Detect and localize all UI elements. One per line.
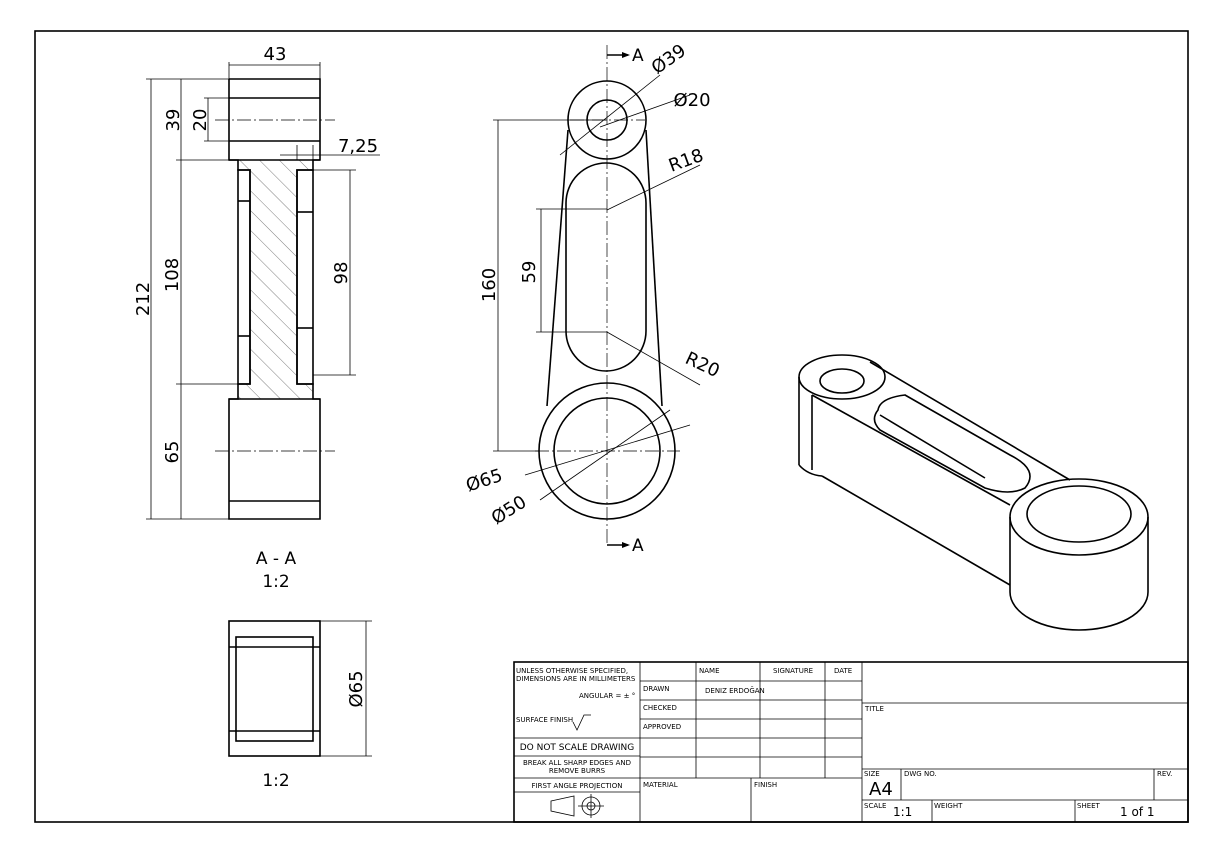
first-angle-projection-icon [550, 794, 604, 818]
dim-59: 59 [519, 261, 540, 284]
dim-160: 160 [479, 268, 500, 302]
dim-98: 98 [331, 262, 352, 285]
dim-39: 39 [163, 109, 184, 132]
front-view: A A 160 59 Ø39 Ø20 R18 R20 Ø [463, 40, 722, 556]
dim-65: 65 [162, 441, 183, 464]
section-marker-bottom: A [632, 536, 644, 556]
title-block: UNLESS OTHERWISE SPECIFIED, DIMENSIONS A… [513, 661, 1189, 823]
notes-line1: UNLESS OTHERWISE SPECIFIED, [516, 667, 628, 675]
dim-dia50: Ø50 [488, 492, 531, 529]
row-approved: APPROVED [643, 723, 681, 731]
dim-212: 212 [133, 282, 154, 316]
material-label: MATERIAL [643, 781, 678, 789]
col-signature: SIGNATURE [773, 667, 813, 675]
isometric-view [798, 354, 1149, 631]
sheet-label: SHEET [1077, 802, 1101, 810]
scale-value: 1:1 [893, 805, 912, 819]
dim-7-25: 7,25 [338, 136, 378, 157]
dim-dia65: Ø65 [463, 465, 505, 496]
dim-dia20: Ø20 [673, 90, 710, 111]
end-view: Ø65 1:2 [228, 620, 372, 791]
surface-finish-icon [572, 714, 591, 731]
col-date: DATE [834, 667, 852, 675]
angular-note: ANGULAR = ± ° [579, 692, 635, 700]
dim-r20: R20 [682, 348, 723, 382]
row-checked: CHECKED [643, 704, 677, 712]
drawn-name: DENIZ ERDOĞAN [705, 686, 765, 695]
rev-label: REV. [1157, 770, 1172, 778]
projection-label: FIRST ANGLE PROJECTION [532, 782, 623, 790]
section-marker-top: A [632, 46, 644, 66]
weight-label: WEIGHT [934, 802, 963, 810]
section-view: 43 7,25 39 20 212 108 98 65 A - A 1:2 [133, 44, 380, 592]
end-view-dia: Ø65 [346, 670, 367, 707]
end-view-scale: 1:2 [262, 771, 289, 791]
section-label: A - A [256, 549, 297, 569]
title-label: TITLE [864, 705, 884, 713]
dim-r18: R18 [666, 145, 706, 177]
scale-label: SCALE [864, 802, 886, 810]
size-value: A4 [869, 779, 893, 800]
sheet-value: 1 of 1 [1120, 805, 1154, 819]
section-scale: 1:2 [262, 572, 289, 592]
row-drawn: DRAWN [643, 685, 670, 693]
size-label: SIZE [864, 770, 880, 778]
break-edges-1: BREAK ALL SHARP EDGES AND [523, 759, 631, 767]
finish-label: FINISH [754, 781, 777, 789]
dim-108: 108 [162, 258, 183, 292]
dim-43: 43 [264, 44, 287, 65]
do-not-scale: DO NOT SCALE DRAWING [520, 743, 635, 753]
col-name: NAME [699, 667, 720, 675]
dim-dia39: Ø39 [648, 40, 690, 78]
dim-20: 20 [190, 109, 211, 132]
dwg-no-label: DWG NO. [904, 770, 937, 778]
notes-line2: DIMENSIONS ARE IN MILLIMETERS [516, 675, 636, 683]
break-edges-2: REMOVE BURRS [549, 767, 606, 775]
surface-finish: SURFACE FINISH [516, 716, 573, 724]
